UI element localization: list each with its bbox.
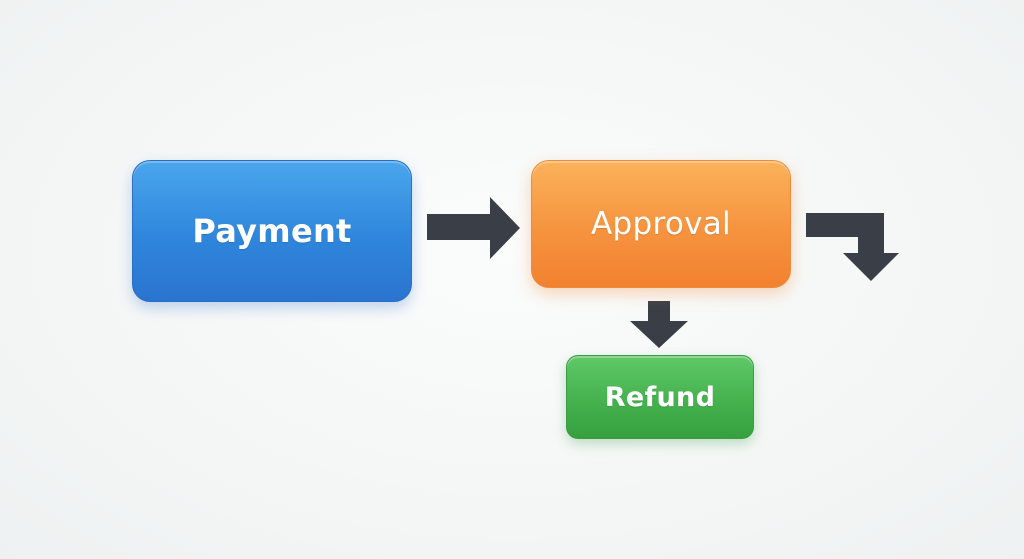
node-approval: Approval (531, 160, 791, 288)
node-approval-label: Approval (591, 206, 731, 242)
node-refund-label: Refund (604, 381, 716, 413)
node-payment-label: Payment (192, 212, 352, 250)
arrow-approval-exit (806, 213, 899, 281)
node-payment: Payment (132, 160, 412, 302)
arrow-approval-to-refund (630, 301, 688, 348)
arrow-payment-to-approval (427, 197, 520, 259)
node-refund: Refund (566, 355, 754, 439)
